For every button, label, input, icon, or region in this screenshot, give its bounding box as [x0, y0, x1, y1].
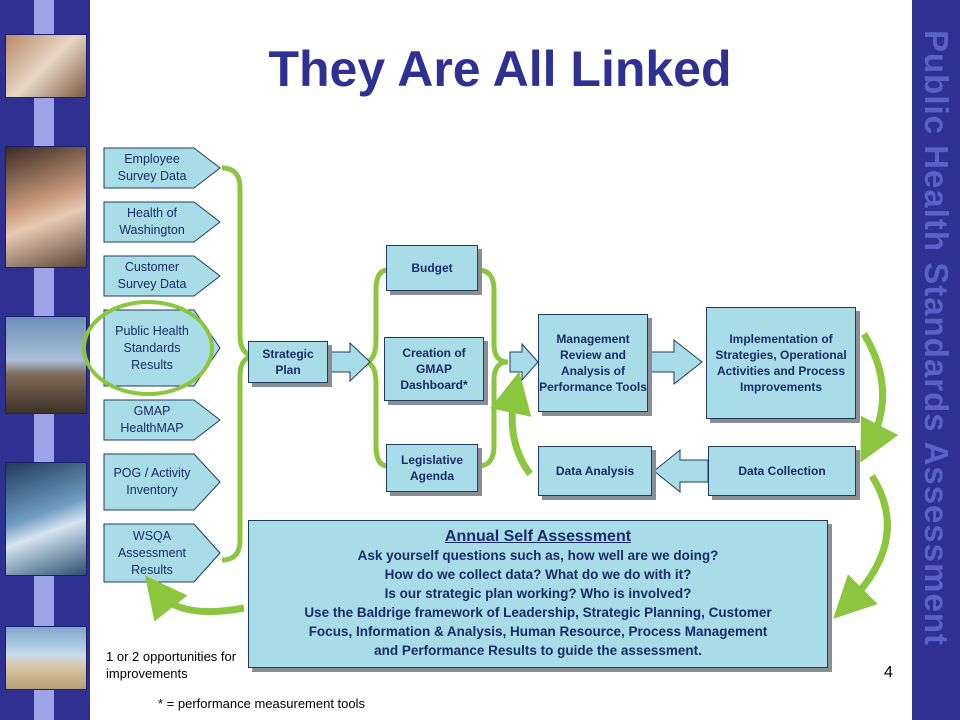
annual-self-assessment-box: Annual Self Assessment Ask yourself ques…: [248, 520, 828, 668]
source-arrow-shape: [103, 453, 221, 511]
assessment-line: and Performance Results to guide the ass…: [374, 643, 702, 658]
implementation-box: Implementation of Strategies, Operationa…: [706, 307, 856, 419]
opportunities-note: 1 or 2 opportunities for improvements: [106, 649, 237, 681]
beach-couple-photo: [5, 626, 87, 690]
assessment-line: Is our strategic plan working? Who is in…: [384, 586, 692, 601]
plan-brace: [363, 267, 389, 469]
source-public-health-standards: Public Health Standards Results: [115, 323, 189, 372]
source-arrow-shape: [103, 201, 221, 243]
assessment-to-sources-arrow: [145, 575, 245, 622]
hands-photo: [5, 146, 87, 268]
assessment-line: Focus, Information & Analysis, Human Res…: [308, 624, 768, 639]
source-arrow-shape: [103, 255, 221, 297]
implementation-arrow: [645, 338, 703, 386]
source-arrows: [103, 147, 221, 583]
assessment-heading: Annual Self Assessment: [444, 528, 632, 545]
budget-box: Budget: [386, 245, 478, 291]
source-arrow-shape: [103, 147, 221, 189]
lab-worker-photo: [5, 462, 87, 576]
sources-brace: [221, 165, 257, 563]
assessment-line: Use the Baldrige framework of Leadership…: [304, 605, 772, 620]
source-gmap-healthmap: GMAP HealthMAP: [120, 404, 184, 435]
gmap-dashboard-box: Creation of GMAP Dashboard*: [384, 337, 484, 401]
page-number: 4: [884, 664, 893, 681]
strategic-plan-box: Strategic Plan: [248, 341, 328, 383]
page-title: They Are All Linked: [268, 41, 732, 97]
source-arrow-shape: [103, 523, 221, 583]
runner-photo: [5, 316, 87, 414]
children-photo: [5, 34, 87, 98]
data-collection-box: Data Collection: [708, 446, 856, 496]
assessment-line: How do we collect data? What do we do wi…: [384, 567, 692, 582]
analysis-to-review-arrow: [490, 371, 533, 477]
right-decorative-bar: [912, 0, 960, 720]
source-health-of-washington: Health of Washington: [119, 206, 185, 237]
legislative-agenda-box: Legislative Agenda: [386, 444, 478, 492]
source-employee-survey: Employee Survey Data: [117, 152, 187, 183]
source-customer-survey: Customer Survey Data: [117, 260, 187, 291]
collection-to-analysis-arrow: [653, 448, 709, 494]
collection-to-assessment-arrow: [833, 474, 891, 619]
data-analysis-box: Data Analysis: [538, 446, 652, 496]
plan-arrow: [327, 341, 371, 383]
footnote: * = performance measurement tools: [158, 696, 366, 711]
source-arrow-shape: [103, 399, 221, 441]
management-review-box: Management Review and Analysis of Perfor…: [538, 314, 648, 412]
source-wsqa-assessment: WSQA Assessment Results: [117, 528, 187, 577]
highlight-ellipse: [82, 300, 214, 396]
source-pog-activity: POG / Activity Inventory: [113, 466, 191, 497]
implementation-to-collection-arrow: [860, 332, 899, 463]
assessment-line: Ask yourself questions such as, how well…: [357, 548, 719, 563]
side-title: Public Health Standards Assessment: [918, 30, 955, 646]
review-arrow: [509, 342, 539, 382]
